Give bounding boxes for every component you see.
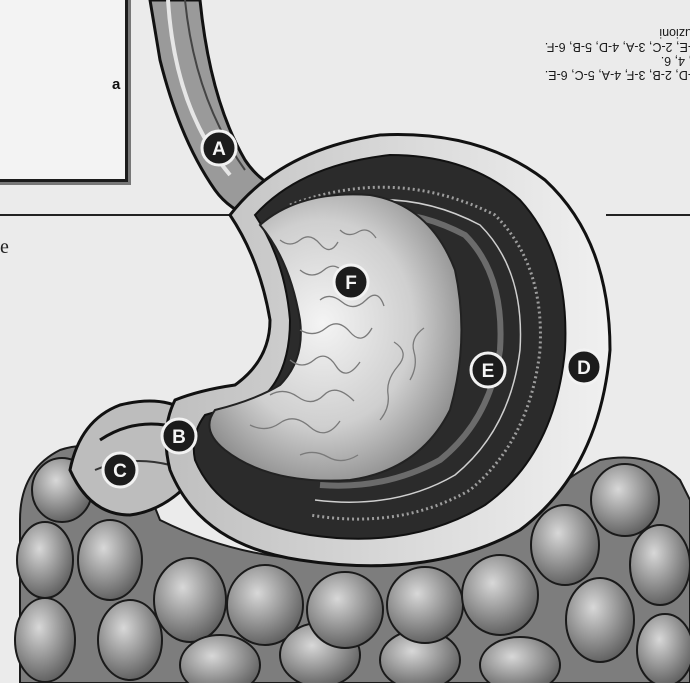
label-f: F	[334, 265, 368, 299]
label-a-text: A	[212, 139, 226, 160]
label-f-text: F	[345, 273, 357, 294]
label-e: E	[471, 353, 505, 387]
label-a: A	[202, 131, 236, 165]
label-d: D	[567, 350, 601, 384]
label-b: B	[162, 419, 196, 453]
label-b-text: B	[172, 427, 186, 448]
label-c: C	[103, 453, 137, 487]
label-e-text: E	[482, 361, 495, 382]
label-d-text: D	[577, 358, 591, 379]
label-c-text: C	[113, 461, 127, 482]
